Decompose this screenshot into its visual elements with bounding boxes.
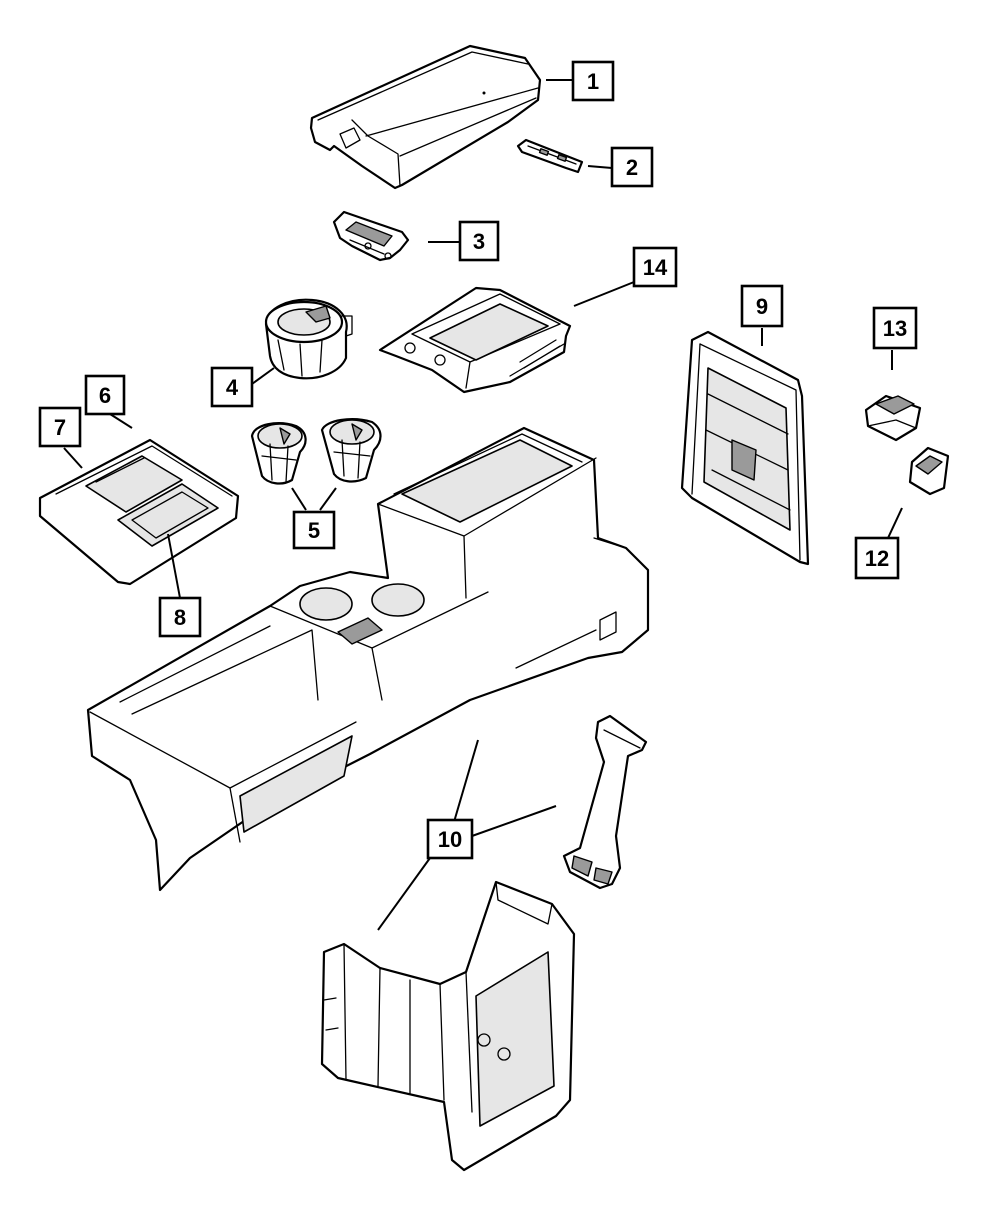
callout-10: 10	[426, 818, 474, 860]
console-lower-bracket	[320, 880, 576, 1172]
svg-text:1: 1	[587, 69, 599, 94]
storage-bin	[378, 286, 572, 394]
callout-9: 9	[740, 284, 784, 328]
callout-1: 1	[571, 60, 615, 102]
cup-holder-single	[264, 298, 353, 380]
connector-module	[908, 446, 950, 496]
callout-2: 2	[610, 146, 654, 188]
cup-holder-pair	[250, 418, 382, 485]
callout-8: 8	[158, 596, 202, 638]
leader-lines	[63, 79, 903, 931]
callout-12: 12	[854, 536, 900, 580]
shifter-bezel	[38, 438, 240, 586]
svg-text:4: 4	[226, 375, 239, 400]
svg-text:13: 13	[883, 316, 907, 341]
svg-text:10: 10	[438, 827, 462, 852]
callout-7: 7	[38, 406, 82, 448]
svg-text:7: 7	[54, 415, 66, 440]
center-console-body	[86, 426, 650, 892]
callout-14: 14	[632, 246, 678, 288]
latch-assembly	[332, 210, 410, 262]
svg-text:5: 5	[308, 518, 320, 543]
callout-5: 5	[292, 510, 336, 550]
svg-text:6: 6	[99, 383, 111, 408]
callout-13: 13	[872, 306, 918, 350]
rear-panel	[680, 330, 810, 566]
svg-text:3: 3	[473, 229, 485, 254]
switch-module	[864, 394, 922, 442]
callout-4: 4	[210, 366, 254, 408]
svg-text:2: 2	[626, 155, 638, 180]
svg-text:14: 14	[643, 255, 668, 280]
strap-bracket	[562, 714, 648, 890]
callout-6: 6	[84, 374, 126, 416]
latch-plate	[516, 138, 584, 174]
svg-text:12: 12	[865, 546, 889, 571]
armrest-lid	[309, 44, 542, 190]
svg-text:9: 9	[756, 294, 768, 319]
callout-3: 3	[458, 220, 500, 262]
svg-text:8: 8	[174, 605, 186, 630]
